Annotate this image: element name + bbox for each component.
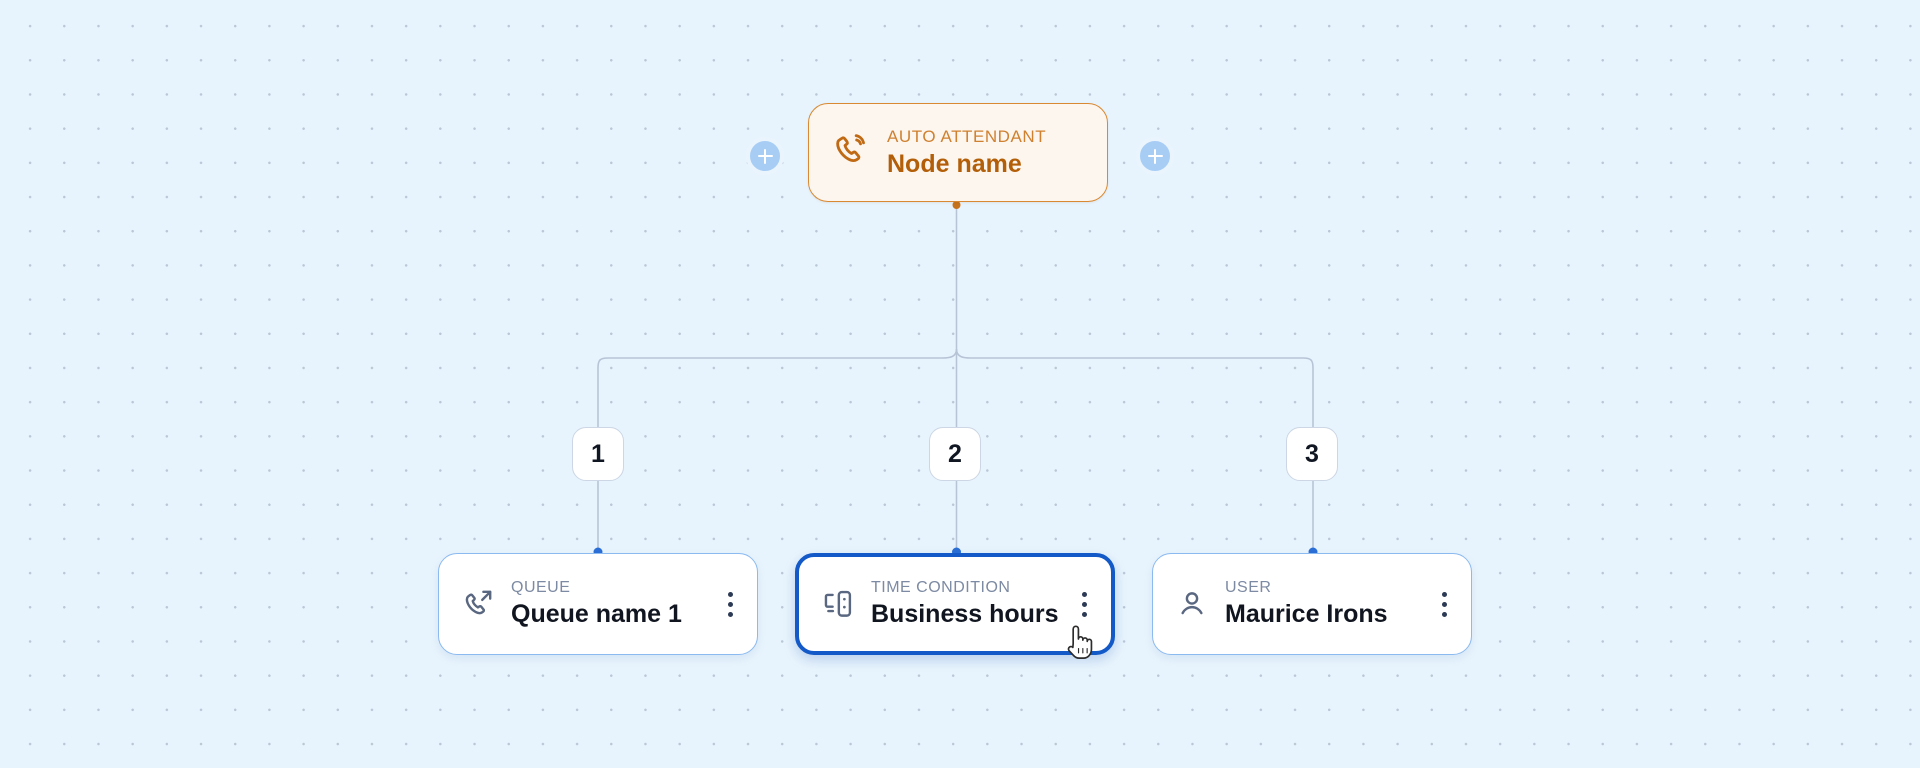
kebab-dot (1081, 591, 1087, 597)
node-name-label: Maurice Irons (1225, 600, 1388, 628)
node-text-block: QUEUE Queue name 1 (511, 578, 717, 630)
kebab-dot (1441, 601, 1447, 607)
plus-icon-vertical (1153, 148, 1157, 164)
node-menu-button[interactable] (717, 581, 743, 627)
node-auto-attendant[interactable]: AUTO ATTENDANT Node name (808, 103, 1108, 202)
add-node-left-button[interactable] (746, 137, 784, 175)
node-type-label: USER (1225, 579, 1272, 596)
kebab-dot (1081, 611, 1087, 617)
kebab-dot (727, 611, 733, 617)
kebab-dot (1441, 591, 1447, 597)
node-text-block: TIME CONDITION Business hours (871, 578, 1071, 630)
node-text-block: AUTO ATTENDANT Node name (887, 126, 1046, 180)
node-text-block: USER Maurice Irons (1225, 578, 1431, 630)
add-node-right-button[interactable] (1136, 137, 1174, 175)
branch-badge-3[interactable]: 3 (1286, 427, 1338, 481)
node-menu-button[interactable] (1431, 581, 1457, 627)
node-name-label: Business hours (871, 600, 1059, 628)
edge-branch-3 (955, 348, 1314, 427)
user-icon (1175, 587, 1209, 621)
branch-badge-2[interactable]: 2 (929, 427, 981, 481)
plus-icon-vertical (763, 148, 767, 164)
node-menu-button[interactable] (1071, 581, 1097, 627)
branch-badge-1[interactable]: 1 (572, 427, 624, 481)
node-name-label: Node name (887, 149, 1022, 178)
node-type-label: TIME CONDITION (871, 579, 1011, 596)
node-user[interactable]: USER Maurice Irons (1152, 553, 1472, 655)
endpoint-root (952, 201, 961, 209)
time-condition-device-icon (821, 587, 855, 621)
node-type-label: AUTO ATTENDANT (887, 126, 1047, 146)
phone-outgoing-icon (461, 587, 495, 621)
node-time-condition[interactable]: TIME CONDITION Business hours (795, 553, 1115, 655)
phone-ring-icon (831, 133, 871, 173)
kebab-dot (727, 591, 733, 597)
kebab-dot (1441, 611, 1447, 617)
kebab-dot (727, 601, 733, 607)
edge-branch-1 (597, 348, 958, 427)
node-queue[interactable]: QUEUE Queue name 1 (438, 553, 758, 655)
kebab-dot (1081, 601, 1087, 607)
node-name-label: Queue name 1 (511, 600, 682, 628)
node-type-label: QUEUE (511, 579, 571, 596)
